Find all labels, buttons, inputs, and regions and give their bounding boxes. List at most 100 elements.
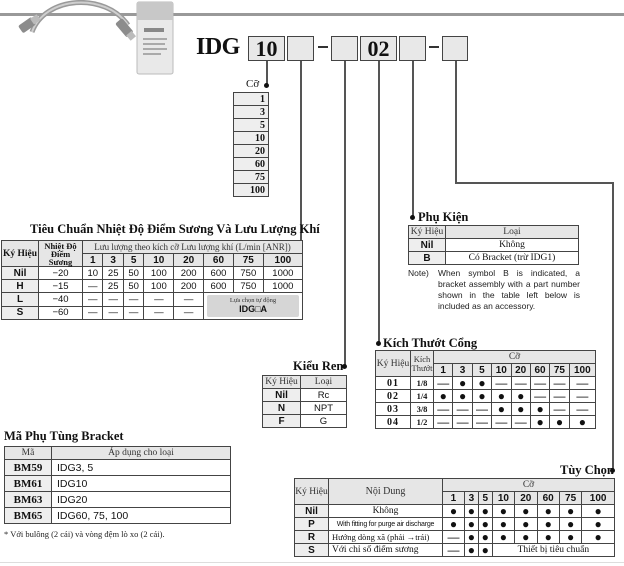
row-symbol: 01 [375,376,411,390]
mark: ● [463,543,479,557]
col-type: Loại [445,225,579,239]
row-symbol: S [1,305,39,320]
mark: ● [491,530,516,544]
bracket-table: Mã Áp dụng cho loại BM59 IDG3, 5 BM61 ID… [4,446,231,524]
size-col: 20 [510,363,531,377]
mark: — [549,376,570,390]
mark: ● [558,530,583,544]
row-symbol: B [408,251,446,265]
row-symbol: S [294,543,329,557]
cell: — [81,305,104,320]
mark: ● [463,530,479,544]
leader-line-accessory [412,61,414,217]
mark: ● [477,543,493,557]
cell: — [143,305,175,320]
row-symbol: F [262,414,301,428]
size-list: 1 3 5 10 20 60 75 100 [233,92,269,197]
col-type: Loại [300,375,347,389]
row-port: 1/2 [410,415,434,429]
code-box-accessory [399,36,426,61]
mark: ● [477,530,493,544]
row-port: 1/8 [410,376,434,390]
code-box-option [442,36,468,61]
mark: ● [491,402,512,416]
size-col: 10 [491,491,516,505]
mark: — [432,415,454,429]
table-row: Nil Rc [262,388,347,402]
size-col: 3 [463,491,479,505]
cell: — [143,292,175,307]
size-col: 75 [232,253,264,267]
mark: — [549,402,570,416]
size-item: 5 [233,118,269,132]
mark: ● [442,504,465,518]
col-symbol: Ký Hiệu [262,375,301,389]
size-list-title: Cỡ [246,78,260,90]
leader-dot [342,364,347,369]
row-symbol: Nil [1,266,39,280]
table-row: Nil Không ● ● ● ● ● ● ● ● [294,504,615,518]
cell: 750 [232,266,264,280]
mark: — [452,402,473,416]
col-flow: Lưu lượng theo kích cỡ Lưu lượng khí (L/… [82,240,303,254]
code-box-port-size: 02 [360,36,397,61]
mark: ● [536,504,560,518]
table-row: F G [262,414,347,428]
row-symbol: 03 [375,402,411,416]
table-row: P With fitting for purge air discharge ●… [294,517,615,531]
mark: ● [442,517,465,531]
mark: ● [549,415,570,429]
mark: — [442,530,465,544]
mark: ● [536,517,560,531]
col-model: Cỡ [433,350,596,364]
size-col: 5 [122,253,145,267]
col-port-size: Kích Thướt [410,350,434,377]
cell: 25 [102,266,124,280]
size-col: 75 [558,491,583,505]
code-box-thread [331,36,358,61]
size-col: 10 [491,363,512,377]
leader-line-thread [344,61,346,366]
size-col: 20 [173,253,205,267]
bracket-footnote: * Với bulông (2 cái) và vòng đệm lò xo (… [4,529,165,539]
mark: ● [471,389,493,403]
accessory-note: Note) When symbol B is indicated, a brac… [408,268,580,312]
size-item: 100 [233,183,269,197]
mark: ● [558,517,583,531]
cell: 25 [102,279,124,293]
mark: ● [491,504,516,518]
row-content: Với chỉ số điểm sương [328,543,443,557]
table-row: 02 1/4 ● ● ● ● ● — — — [375,389,597,403]
row-code: BM65 [4,507,52,524]
mark: ● [452,376,473,390]
cell: 750 [232,279,264,293]
table-row: R Hướng dòng xã (phải →trái) — ● ● ● ● ●… [294,530,615,544]
code-box-size: 10 [248,36,285,61]
leader-line-size [266,61,268,85]
top-divider [0,13,624,16]
mark: ● [463,517,479,531]
row-port: 1/4 [410,389,434,403]
size-col: 5 [477,491,493,505]
leader-line-option-h [455,182,613,184]
option-table-title: Tùy Chọn [560,463,614,477]
size-col: 60 [529,363,551,377]
row-apply: IDG60, 75, 100 [51,507,231,524]
option-table: Ký Hiệu Nội Dung Cỡ 1 3 5 10 20 60 75 10… [294,478,616,557]
cell: — [122,292,145,307]
table-row: H −15 — 25 50 100 200 600 750 1000 [1,279,304,293]
size-col: 3 [452,363,473,377]
row-symbol: Nil [408,238,446,252]
row-content: Hướng dòng xã (phải →trái) [328,530,443,544]
table-row: S −60 — — — — — [1,305,303,320]
mark: ● [463,504,479,518]
cell: 50 [122,279,145,293]
row-type: NPT [300,401,347,415]
row-dew: −15 [38,279,83,293]
size-item: 75 [233,170,269,184]
mark: ● [536,530,560,544]
leader-line-port [378,61,380,343]
table-row: L −40 — — — — — Lựa chọn tự động IDG□A [1,292,303,320]
size-col: 20 [514,491,538,505]
size-item: 3 [233,105,269,119]
